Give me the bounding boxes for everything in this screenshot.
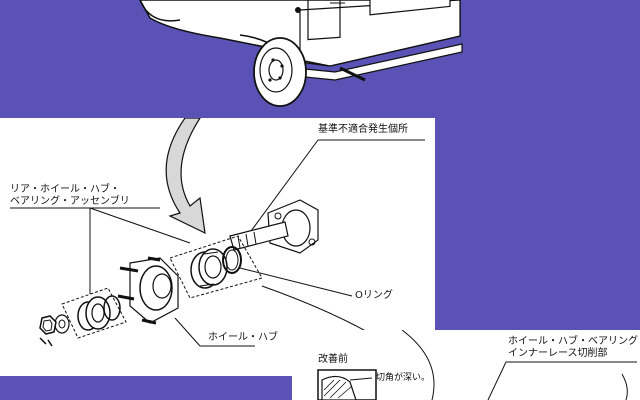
inner-race-label-line1: ホイール・ハブ・ベアリング xyxy=(508,336,638,347)
before-improvement-label: 改善前 xyxy=(318,354,348,365)
detail-panel: 改善前 切角が深い。 ホイール・ハブ・ベアリング インナーレース切削部 xyxy=(292,330,640,400)
car-drawing xyxy=(139,0,463,107)
car-illustration-panel xyxy=(130,0,465,110)
rear-assembly-label-line2: ベアリング・アッセンブリ xyxy=(10,196,130,207)
bottom-left-background xyxy=(0,376,292,400)
wheel-hub-label: ホイール・ハブ xyxy=(208,332,278,343)
exploded-view-drawing xyxy=(10,118,431,376)
chamfer-note-label: 切角が深い。 xyxy=(376,373,431,383)
o-ring-label: Oリング xyxy=(355,290,393,301)
inner-race-label-line2: インナーレース切削部 xyxy=(508,348,608,359)
defect-location-label: 基準不適合発生個所 xyxy=(318,124,408,135)
detail-drawing xyxy=(317,330,637,400)
rear-assembly-label-line1: リア・ホイール・ハブ・ xyxy=(10,184,120,195)
